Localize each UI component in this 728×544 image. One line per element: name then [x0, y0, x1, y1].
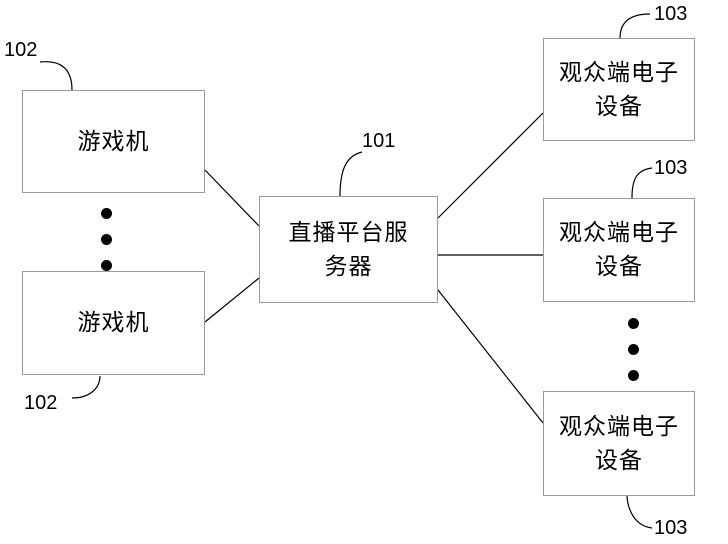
ellipsis-dot — [101, 234, 112, 245]
server-label-line2: 务器 — [325, 250, 373, 284]
viewer-device-label-line2: 设备 — [595, 444, 643, 478]
ref-label-102-bottom: 102 — [24, 393, 57, 413]
viewer-device-box-middle: 观众端电子 设备 — [543, 198, 695, 302]
leader-102-bottom — [72, 376, 100, 398]
live-platform-server-box: 直播平台服 务器 — [259, 196, 438, 303]
viewer-device-box-bottom: 观众端电子 设备 — [543, 391, 695, 496]
ellipsis-dot — [628, 318, 639, 329]
viewer-device-label-line1: 观众端电子 — [559, 216, 679, 250]
game-console-box-top: 游戏机 — [22, 90, 205, 193]
leader-103-middle — [632, 168, 652, 198]
ref-label-101: 101 — [362, 131, 395, 151]
ellipsis-dot — [628, 370, 639, 381]
leader-103-bottom — [627, 496, 652, 528]
server-label-line1: 直播平台服 — [289, 216, 409, 250]
ellipsis-dot — [628, 344, 639, 355]
viewer-device-label-line1: 观众端电子 — [559, 56, 679, 90]
game-console-box-bottom: 游戏机 — [22, 271, 205, 375]
viewer-device-label-line2: 设备 — [595, 250, 643, 284]
viewer-device-box-top: 观众端电子 设备 — [543, 38, 695, 141]
ellipsis-dot — [101, 208, 112, 219]
ellipsis-dot — [101, 260, 112, 271]
ref-label-103-bottom: 103 — [654, 518, 687, 538]
link-server-viewer-bottom — [438, 290, 543, 423]
ref-label-103-middle: 103 — [654, 158, 687, 178]
viewer-device-label-line2: 设备 — [595, 90, 643, 124]
leader-103-top — [620, 14, 650, 38]
leader-101 — [340, 152, 362, 196]
link-server-viewer-top — [438, 113, 543, 218]
link-console-bottom-server — [205, 278, 259, 322]
game-console-label: 游戏机 — [78, 306, 150, 340]
ref-label-102-top: 102 — [4, 40, 37, 60]
game-console-label: 游戏机 — [78, 125, 150, 159]
viewer-device-label-line1: 观众端电子 — [559, 410, 679, 444]
ref-label-103-top: 103 — [654, 4, 687, 24]
leader-102-top — [40, 62, 72, 90]
link-console-top-server — [205, 170, 259, 226]
